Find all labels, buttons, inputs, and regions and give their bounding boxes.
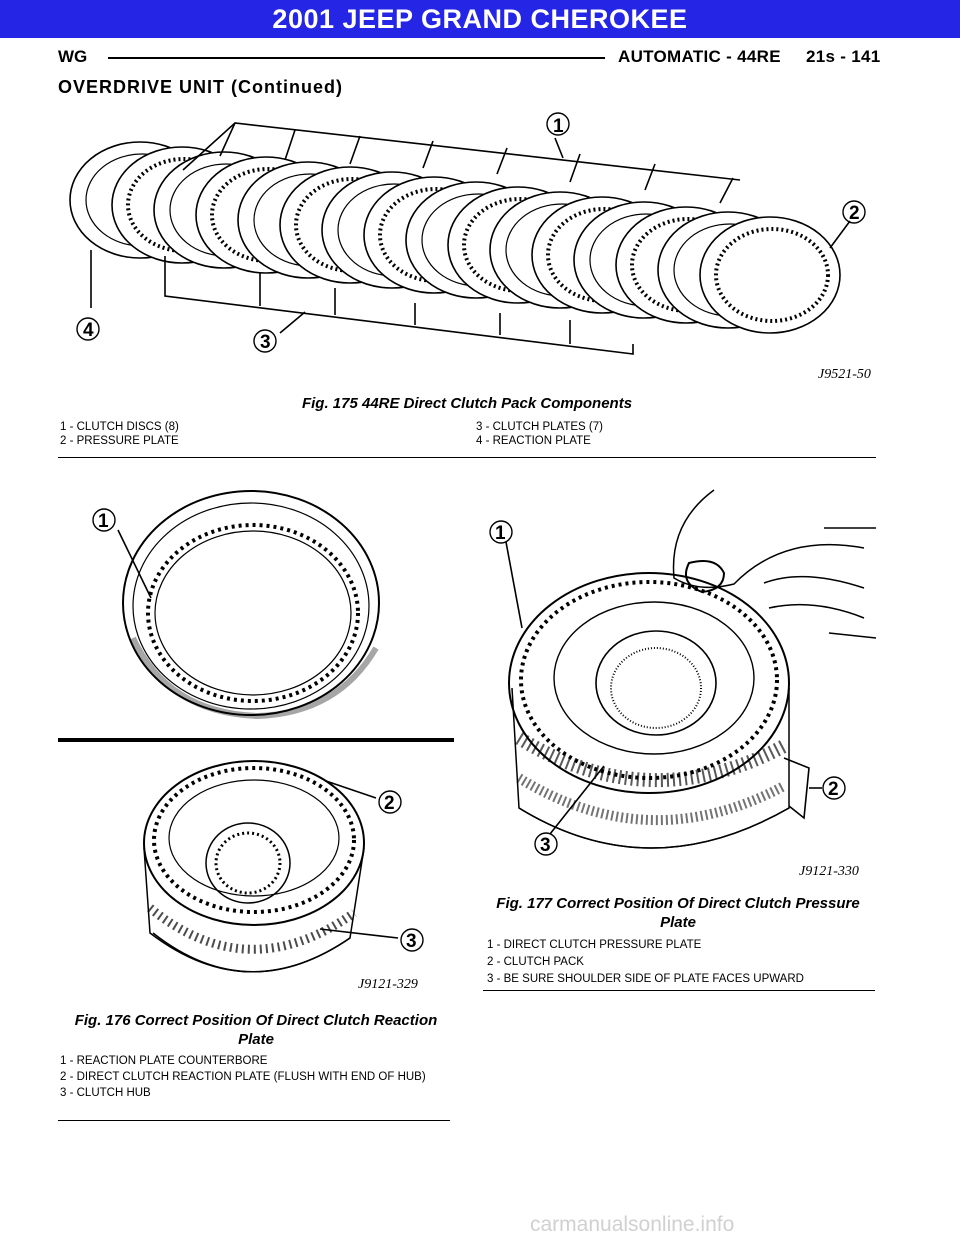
- header-rule: [108, 57, 605, 59]
- fig176-legend: 1 - REACTION PLATE COUNTERBORE 2 - DIREC…: [60, 1054, 450, 1100]
- caption-line: Plate: [660, 914, 696, 931]
- legend-item: 1 - CLUTCH DISCS (8): [60, 421, 179, 433]
- watermark: carmanualsonline.info: [530, 1213, 735, 1236]
- callout-2: 2: [849, 203, 860, 224]
- legend-item: 1 - REACTION PLATE COUNTERBORE: [60, 1055, 268, 1067]
- callout-1-bracket: [182, 122, 741, 204]
- legend-item: 2 - DIRECT CLUTCH REACTION PLATE (FLUSH …: [60, 1071, 426, 1083]
- fig177-rule: [483, 990, 875, 991]
- callout-2-leader: [829, 220, 851, 249]
- fig175-legend-left: 1 - CLUTCH DISCS (8) 2 - PRESSURE PLATE: [60, 420, 179, 448]
- callout-1: 1: [98, 511, 109, 532]
- fig175-code: J9521-50: [818, 367, 871, 382]
- title-banner: 2001 JEEP GRAND CHEROKEE: [0, 0, 960, 38]
- callout-1-leader: [117, 529, 152, 599]
- callout-2-leader: [325, 780, 377, 799]
- legend-item: 4 - REACTION PLATE: [476, 435, 591, 447]
- legend-item: 1 - DIRECT CLUTCH PRESSURE PLATE: [487, 939, 702, 951]
- legend-item: 3 - CLUTCH HUB: [60, 1087, 151, 1099]
- header-section-code: WG: [58, 47, 88, 66]
- callout-1-leader: [505, 541, 523, 629]
- legend-item: 3 - CLUTCH PLATES (7): [476, 421, 603, 433]
- clutch-ring: [699, 216, 841, 334]
- fig175-rule: [58, 457, 876, 458]
- fig175-legend-right: 3 - CLUTCH PLATES (7) 4 - REACTION PLATE: [476, 420, 603, 448]
- section-title: OVERDRIVE UNIT (Continued): [58, 77, 343, 97]
- clutch-retainer-drawing: [508, 572, 790, 849]
- clutch-hub-drawing: [143, 760, 365, 973]
- fig176-illustration: 1 2 3 J9121-329: [58, 490, 454, 992]
- fig177-caption: Fig. 177 Correct Position Of Direct Clut…: [480, 894, 876, 932]
- legend-item: 2 - CLUTCH PACK: [487, 956, 584, 968]
- fig176-code: J9121-329: [358, 977, 418, 992]
- callout-2: 2: [828, 779, 839, 800]
- fig177-illustration: 1 2 3 J9121-330: [489, 489, 876, 879]
- callout-3: 3: [260, 332, 271, 353]
- callout-1: 1: [553, 116, 564, 137]
- fig177-code: J9121-330: [799, 864, 859, 879]
- banner-title: 2001 JEEP GRAND CHEROKEE: [272, 3, 688, 34]
- reaction-plate-drawing: [122, 490, 380, 720]
- callout-2: 2: [384, 793, 395, 814]
- caption-line: Fig. 177 Correct Position Of Direct Clut…: [496, 895, 860, 912]
- callout-3: 3: [540, 835, 551, 856]
- callout-2-bracket: [783, 757, 810, 820]
- fig176-caption: Fig. 176 Correct Position Of Direct Clut…: [58, 1011, 454, 1049]
- callout-3: 3: [406, 931, 417, 952]
- fig175-caption: Fig. 175 44RE Direct Clutch Pack Compone…: [301, 395, 633, 412]
- clutch-pack-drawing: [69, 141, 841, 334]
- fig177-legend: 1 - DIRECT CLUTCH PRESSURE PLATE 2 - CLU…: [487, 938, 877, 986]
- callout-3-leader: [319, 928, 399, 939]
- hand-drawing: [672, 489, 876, 639]
- callout-3-leader: [549, 765, 605, 835]
- fig176-rule: [58, 1120, 450, 1121]
- legend-item: 3 - BE SURE SHOULDER SIDE OF PLATE FACES…: [487, 973, 804, 985]
- legend-item: 2 - PRESSURE PLATE: [60, 435, 179, 447]
- fig175-illustration: 1 2 3 4 J9521-50: [69, 112, 871, 382]
- clutch-ring-inner: [714, 227, 830, 323]
- caption-line: Plate: [238, 1031, 274, 1048]
- callout-1: 1: [495, 523, 506, 544]
- caption-line: Fig. 176 Correct Position Of Direct Clut…: [74, 1012, 438, 1029]
- header-page-info: AUTOMATIC - 44RE 21s - 141: [618, 47, 881, 66]
- callout-4: 4: [83, 320, 94, 341]
- callout-3-bracket: [164, 256, 634, 355]
